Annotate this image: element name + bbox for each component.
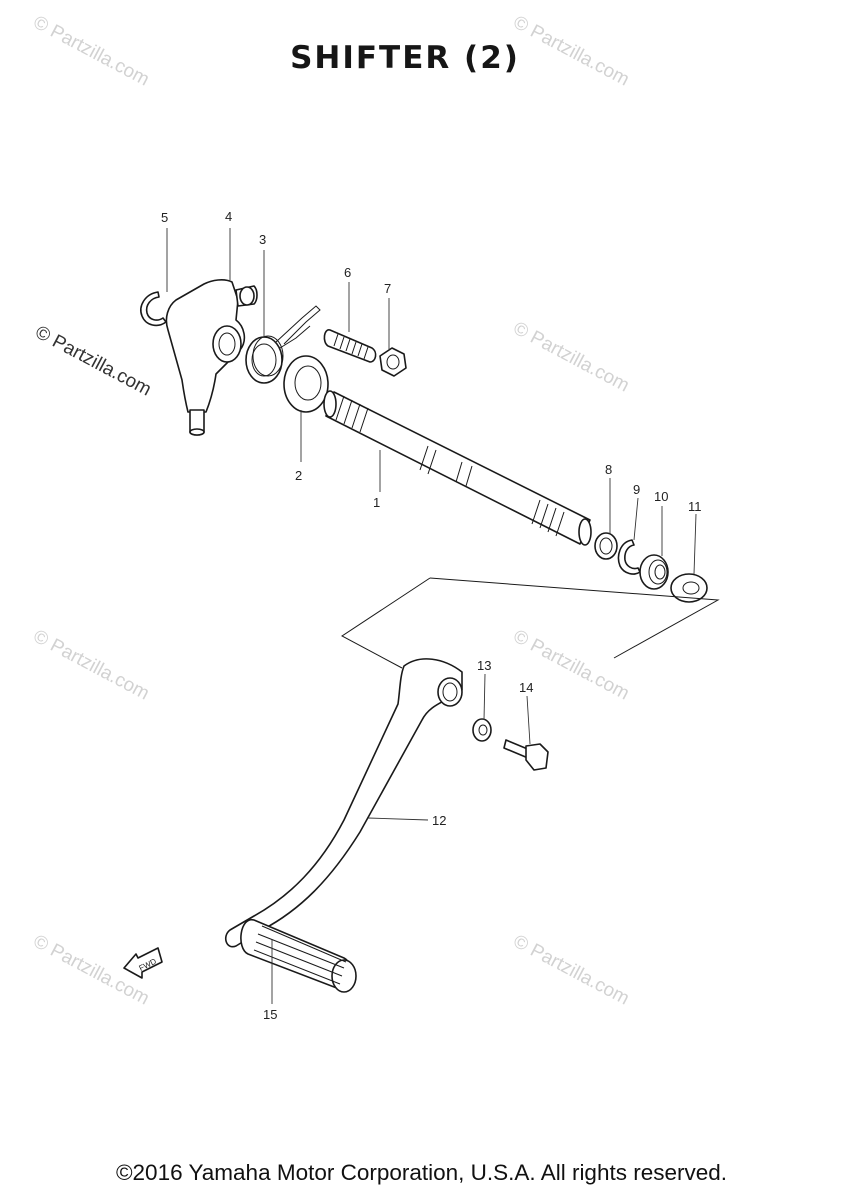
watermark: © Partzilla.com (510, 318, 633, 397)
part-10-oil-seal (639, 554, 669, 590)
callout-12: 12 (432, 813, 446, 828)
part-3-spring (245, 305, 321, 384)
part-14-bolt (503, 739, 549, 771)
callout-1: 1 (373, 495, 380, 510)
part-8-washer (594, 532, 618, 560)
callout-4: 4 (225, 209, 232, 224)
fwd-arrow-icon: FWD (123, 947, 163, 979)
callout-8: 8 (605, 462, 612, 477)
callout-14: 14 (519, 680, 533, 695)
assembly-reference-lines (341, 577, 720, 669)
callout-11: 11 (688, 499, 702, 514)
watermark: © Partzilla.com (30, 626, 153, 705)
callout-9: 9 (633, 482, 640, 497)
watermark: © Partzilla.com (32, 322, 155, 401)
part-13-washer (472, 718, 492, 742)
callout-6: 6 (344, 265, 351, 280)
part-5-circlip (140, 291, 167, 327)
callout-15: 15 (263, 1007, 277, 1022)
callout-3: 3 (259, 232, 266, 247)
part-1-shift-shaft (323, 390, 592, 546)
callout-leaders (166, 228, 697, 1004)
callout-7: 7 (384, 281, 391, 296)
callout-13: 13 (477, 658, 491, 673)
watermark: © Partzilla.com (510, 931, 633, 1010)
part-11-washer (670, 573, 708, 603)
copyright-footer: ©2016 Yamaha Motor Corporation, U.S.A. A… (115, 1160, 728, 1185)
part-12-shift-pedal (224, 658, 463, 948)
part-6-adjust-bolt (323, 329, 377, 363)
watermark: © Partzilla.com (30, 12, 153, 91)
part-2-washer (283, 355, 329, 413)
callout-10: 10 (654, 489, 668, 504)
part-15-pedal-rubber (240, 919, 357, 993)
callout-2: 2 (295, 468, 302, 483)
callout-5: 5 (161, 210, 168, 225)
part-7-nut (379, 347, 407, 377)
part-4-shift-arm (165, 279, 258, 436)
watermark: © Partzilla.com (510, 12, 633, 91)
callout-numbers: 1 2 3 4 5 6 7 8 9 10 11 12 13 14 15 (161, 209, 702, 1022)
diagram-title: SHIFTER (2) (290, 40, 520, 76)
part-9-circlip (617, 539, 641, 575)
